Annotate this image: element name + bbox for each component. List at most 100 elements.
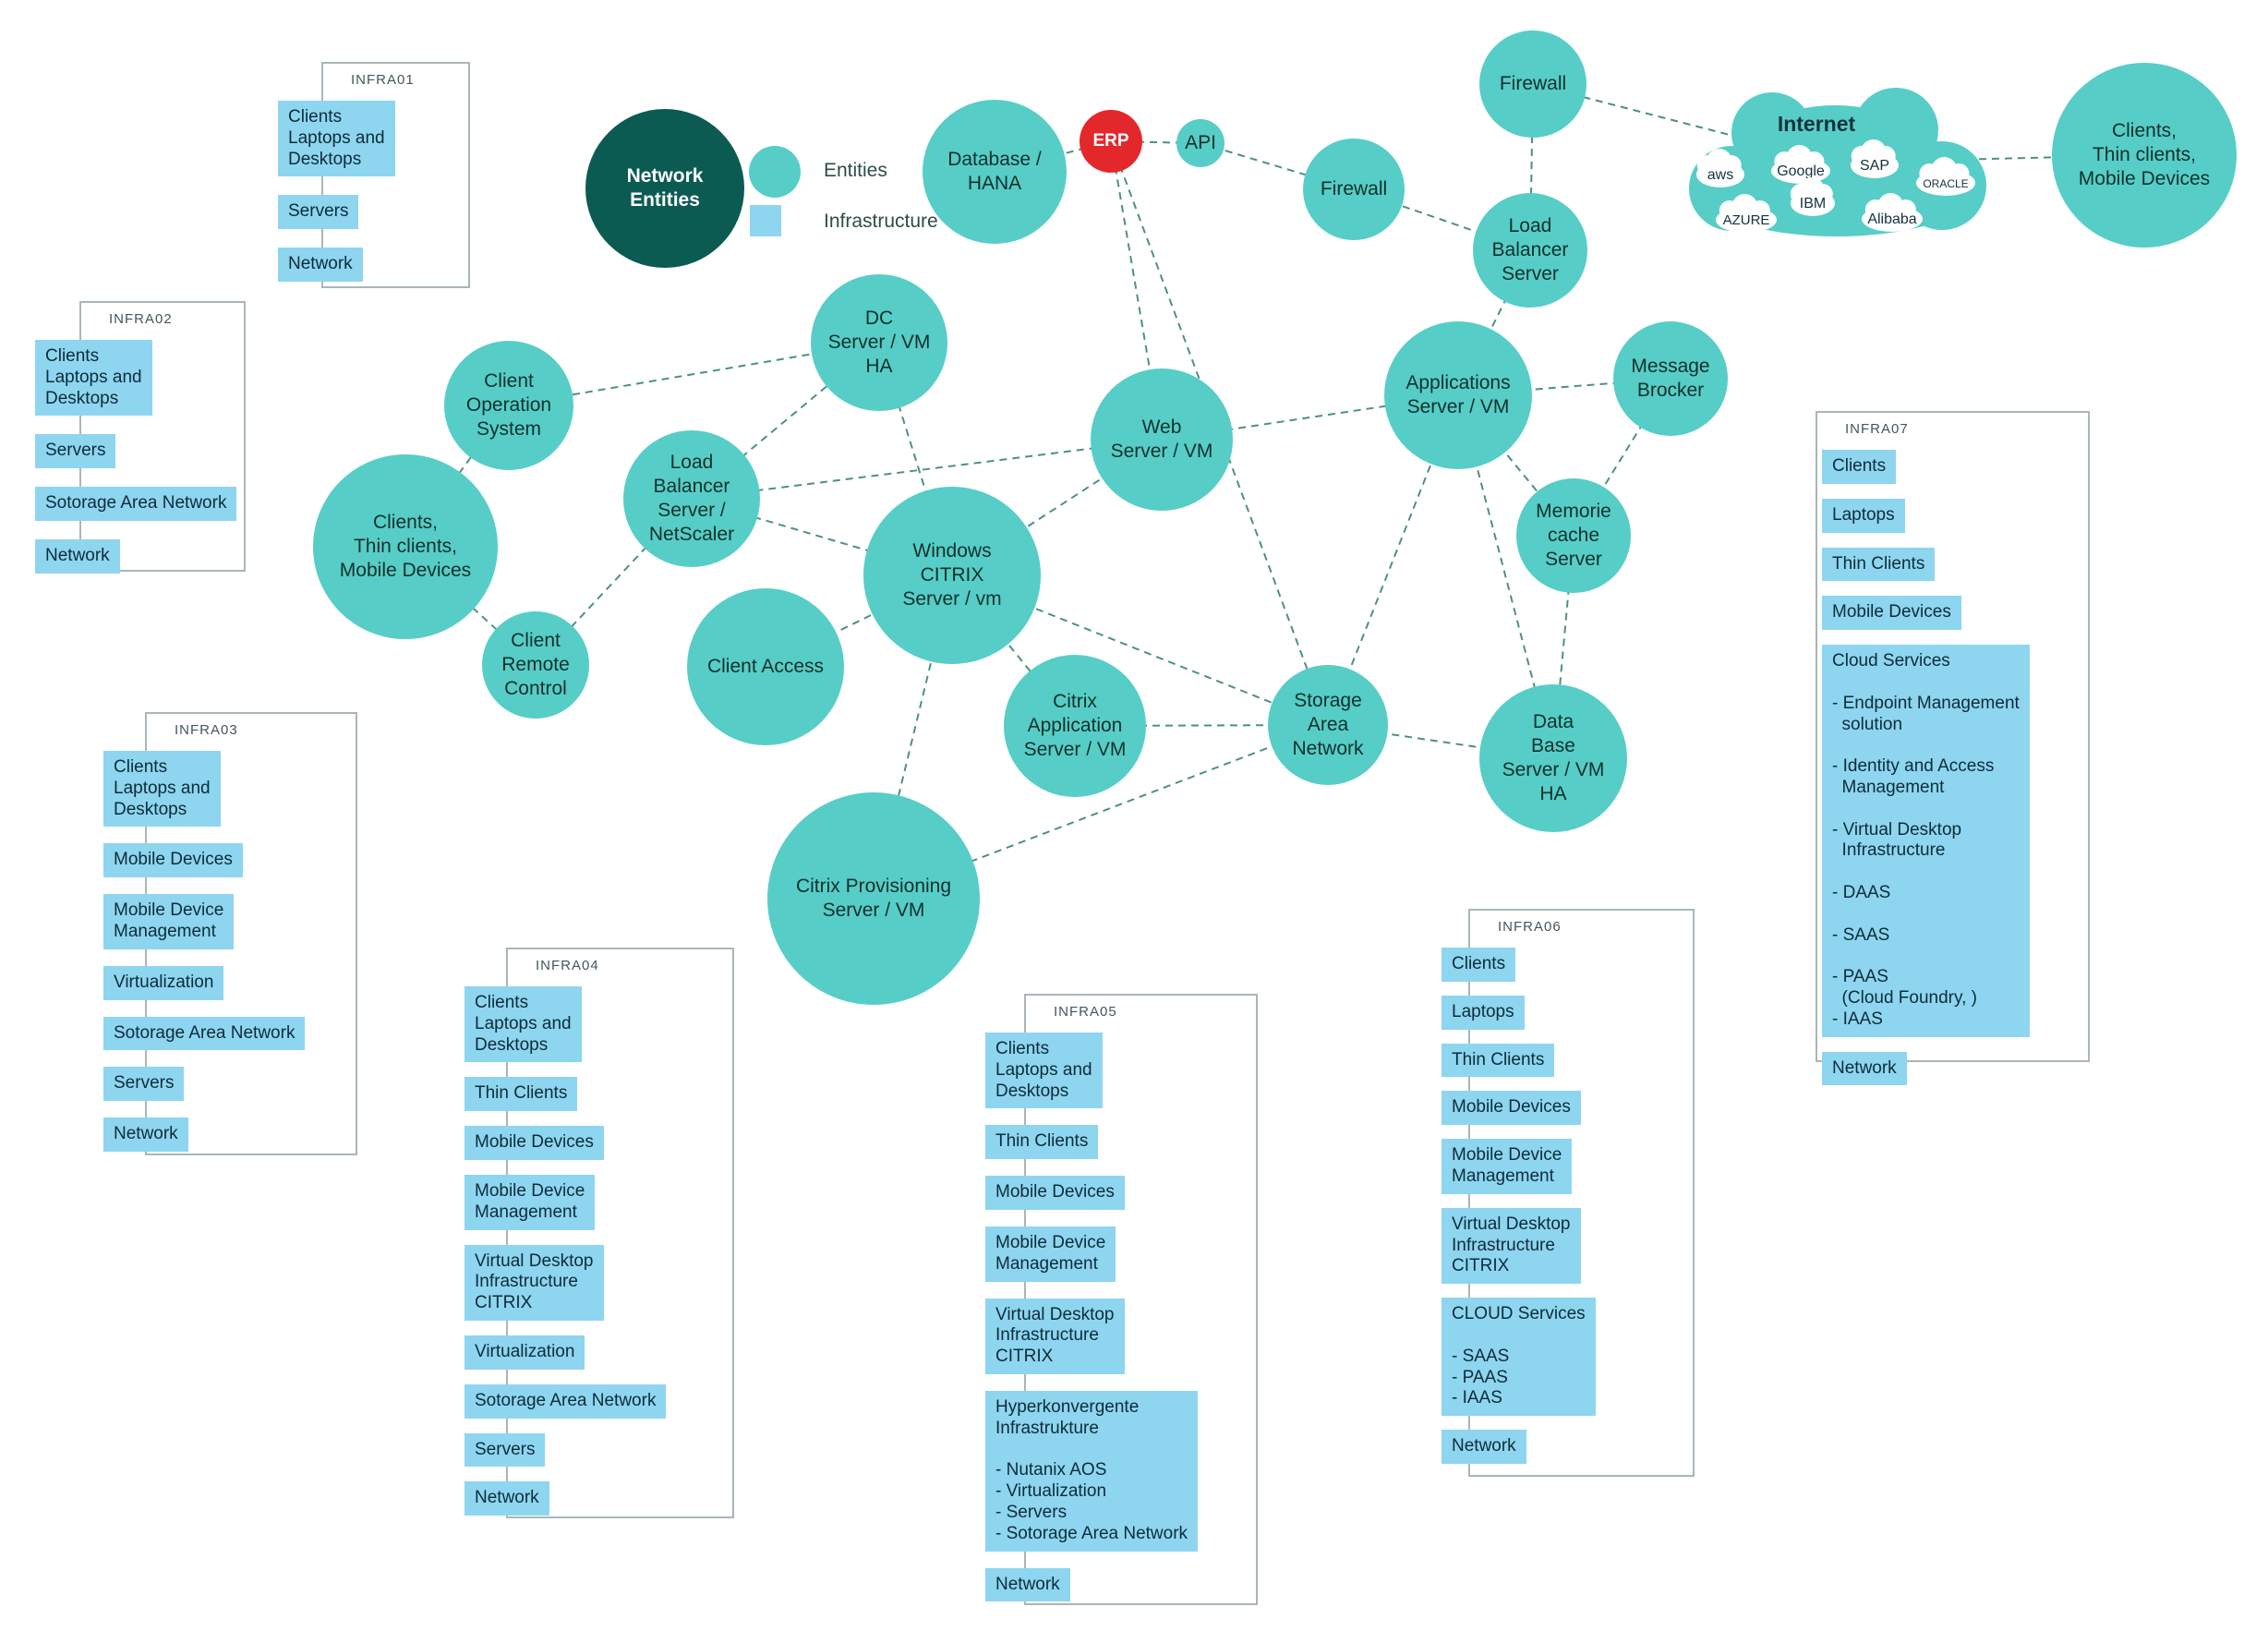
node-dc-server[interactable]: DC Server / VM HA xyxy=(811,274,947,411)
infra-item[interactable]: Virtualization xyxy=(103,965,224,1000)
node-database-server-ha[interactable]: Data Base Server / VM HA xyxy=(1479,684,1627,832)
infra-item[interactable]: Network xyxy=(103,1118,188,1152)
infra-item[interactable]: Network xyxy=(1822,1051,1907,1086)
infra-item[interactable]: Clients Laptops and Desktops xyxy=(464,986,582,1063)
infra-item[interactable]: Network xyxy=(278,248,363,282)
edge-load-balancer-netscaler--web-server xyxy=(691,439,1163,500)
node-firewall-top[interactable]: Firewall xyxy=(1479,30,1586,138)
node-label: Memorie cache Server xyxy=(1536,500,1611,571)
infra-item[interactable]: Laptops xyxy=(1822,498,1905,533)
cloud-provider-ibm[interactable]: IBM xyxy=(1790,177,1835,216)
infra-box-title: INFRA02 xyxy=(109,311,173,327)
node-clients-right[interactable]: Clients, Thin clients, Mobile Devices xyxy=(2052,63,2237,248)
infra-item[interactable]: Servers xyxy=(278,195,359,230)
cloud-provider-label: SAP xyxy=(1860,158,1889,174)
cloud-provider-alibaba[interactable]: Alibaba xyxy=(1862,193,1923,232)
infra-item[interactable]: Network xyxy=(464,1481,549,1516)
node-label: Clients, Thin clients, Mobile Devices xyxy=(2078,119,2211,190)
node-label: Citrix Application Server / VM xyxy=(1023,690,1127,761)
infra-box-title: INFRA01 xyxy=(351,72,415,88)
node-label: Data Base Server / VM HA xyxy=(1502,710,1605,805)
node-firewall-mid[interactable]: Firewall xyxy=(1303,139,1405,240)
cloud-provider-aws[interactable]: aws xyxy=(1696,149,1744,187)
infra-item[interactable]: Virtual Desktop Infrastructure CITRIX xyxy=(1442,1207,1581,1285)
node-network-entities[interactable]: Network Entities xyxy=(585,109,744,268)
node-windows-citrix[interactable]: Windows CITRIX Server / vm xyxy=(863,487,1041,664)
node-citrix-provisioning[interactable]: Citrix Provisioning Server / VM xyxy=(767,792,980,1005)
node-load-balancer-netscaler[interactable]: Load Balancer Server / NetScaler xyxy=(623,430,760,567)
infra-item[interactable]: Mobile Devices xyxy=(103,843,243,878)
infra-item[interactable]: Clients Laptops and Desktops xyxy=(278,101,395,177)
node-label: Load Balancer Server / NetScaler xyxy=(648,451,735,546)
infra-item[interactable]: Thin Clients xyxy=(1822,547,1936,582)
infra-box-title: INFRA03 xyxy=(175,722,238,738)
node-label: Load Balancer Server xyxy=(1491,214,1569,285)
infra-item[interactable]: Mobile Devices xyxy=(985,1176,1125,1210)
cloud-base xyxy=(1716,207,1777,233)
infra-item[interactable]: Thin Clients xyxy=(464,1077,578,1112)
infra-item[interactable]: Network xyxy=(1442,1430,1526,1464)
infra-item[interactable]: Servers xyxy=(35,434,116,469)
node-database-hana[interactable]: Database / HANA xyxy=(923,100,1067,244)
infra-item[interactable]: CLOUD Services - SAAS - PAAS - IAAS xyxy=(1442,1298,1596,1417)
node-label: ERP xyxy=(1092,131,1129,151)
infra-item[interactable]: Sotorage Area Network xyxy=(464,1383,667,1419)
infra-item[interactable]: Mobile Device Management xyxy=(1442,1139,1573,1194)
infra-item[interactable]: Servers xyxy=(464,1432,546,1468)
edge-applications-server--message-brocker xyxy=(1457,378,1671,396)
node-load-balancer-server[interactable]: Load Balancer Server xyxy=(1473,193,1587,308)
infra-item[interactable]: Virtual Desktop Infrastructure CITRIX xyxy=(985,1298,1125,1374)
infra-item[interactable]: Thin Clients xyxy=(1442,1043,1555,1078)
infra-item[interactable]: Network xyxy=(985,1567,1070,1602)
infra-item[interactable]: Laptops xyxy=(1442,995,1525,1030)
infra-item[interactable]: Thin Clients xyxy=(985,1125,1099,1160)
infra-item[interactable]: Virtualization xyxy=(464,1335,585,1370)
cloud-provider-google[interactable]: Google xyxy=(1771,145,1830,184)
node-storage-area-network[interactable]: Storage Area Network xyxy=(1268,665,1388,785)
infra-item[interactable]: Sotorage Area Network xyxy=(103,1016,306,1051)
infra-item[interactable]: Hyperkonvergente Infrastrukture - Nutani… xyxy=(985,1390,1199,1552)
cloud-provider-azure[interactable]: AZURE xyxy=(1716,194,1777,233)
node-applications-server[interactable]: Applications Server / VM xyxy=(1384,321,1532,469)
infra-item[interactable]: Clients Laptops and Desktops xyxy=(35,340,152,417)
infra-item[interactable]: Servers xyxy=(103,1067,185,1102)
infra-item[interactable]: Virtual Desktop Infrastructure CITRIX xyxy=(464,1244,604,1321)
node-message-brocker[interactable]: Message Brocker xyxy=(1613,321,1728,436)
infra-item[interactable]: Sotorage Area Network xyxy=(35,487,237,521)
infra-item[interactable]: Clients Laptops and Desktops xyxy=(985,1033,1103,1109)
node-erp[interactable]: ERP xyxy=(1080,110,1142,173)
infra-item[interactable]: Network xyxy=(35,538,120,574)
cloud-provider-oracle[interactable]: ORACLE xyxy=(1916,157,1975,196)
infra-item[interactable]: Clients Laptops and Desktops xyxy=(103,751,221,828)
infra-box-title: INFRA06 xyxy=(1498,919,1562,935)
node-memorie-cache[interactable]: Memorie cache Server xyxy=(1516,478,1631,593)
cloud-base xyxy=(1862,206,1923,232)
node-client-remote-control[interactable]: Client Remote Control xyxy=(482,611,589,719)
node-label: Applications Server / VM xyxy=(1405,371,1511,417)
infra-item[interactable]: Clients xyxy=(1442,948,1516,982)
node-web-server[interactable]: Web Server / VM xyxy=(1091,368,1233,511)
infra-item[interactable]: Mobile Devices xyxy=(1442,1091,1581,1126)
legend-entities-label: Entities xyxy=(824,160,887,181)
infra-item[interactable]: Mobile Device Management xyxy=(985,1226,1116,1282)
node-client-access[interactable]: Client Access xyxy=(687,588,844,745)
node-api[interactable]: API xyxy=(1176,119,1224,167)
cloud-provider-sap[interactable]: SAP xyxy=(1851,139,1899,178)
infra-item[interactable]: Clients xyxy=(1822,450,1897,484)
node-citrix-application[interactable]: Citrix Application Server / VM xyxy=(1004,655,1146,797)
internet-cloud[interactable]: Internet aws Google SAP IBM ORACLE AZURE Aliba… xyxy=(1678,79,1996,246)
node-client-operation-system[interactable]: Client Operation System xyxy=(444,341,573,470)
infra-item[interactable]: Mobile Devices xyxy=(1822,596,1961,631)
infra-item[interactable]: Mobile Device Management xyxy=(103,894,235,949)
node-clients-left[interactable]: Clients, Thin clients, Mobile Devices xyxy=(313,454,498,639)
internet-label: Internet xyxy=(1778,112,1856,136)
infra-item[interactable]: Cloud Services - Endpoint Management sol… xyxy=(1822,645,2030,1037)
infra-item[interactable]: Mobile Devices xyxy=(464,1126,604,1160)
infra-item[interactable]: Mobile Device Management xyxy=(464,1174,596,1230)
cloud-provider-label: ORACLE xyxy=(1923,177,1968,190)
